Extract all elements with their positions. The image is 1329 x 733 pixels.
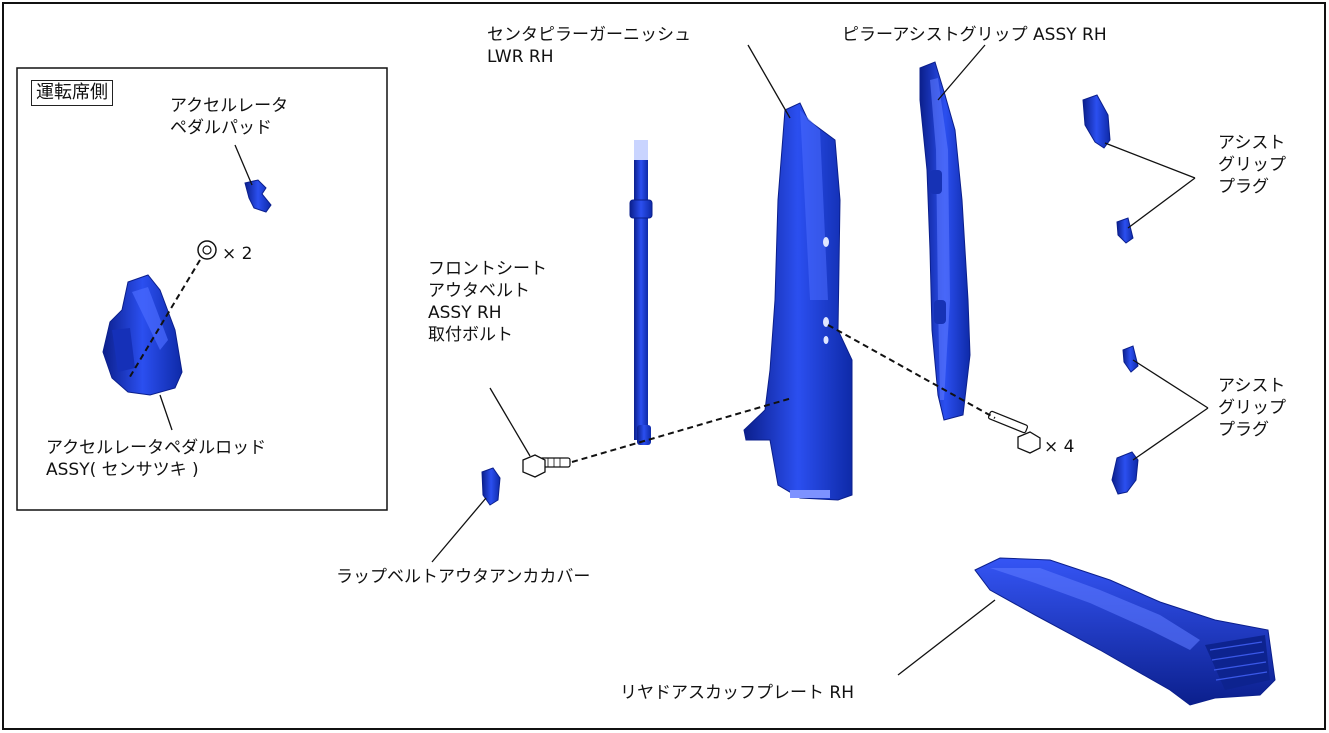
inset-box: [16, 67, 388, 511]
plug-lower-label: アシスト グリップ プラグ: [1218, 376, 1286, 440]
pad-leader: [234, 144, 253, 186]
seat-belt-bolt: [522, 454, 571, 478]
rod-nut-guide-line: [127, 259, 201, 381]
assist-grip-plug-cap-upper: [1082, 94, 1111, 149]
scuff-plate-leader: [897, 599, 996, 676]
lap-belt-anchor-cover: [481, 467, 501, 506]
assist-grip-plug-clip-upper: [1116, 217, 1134, 244]
plug-upper-label: アシスト グリップ プラグ: [1218, 133, 1286, 197]
garnish-label: センタピラーガーニッシュ LWR RH: [487, 25, 691, 67]
bolt-label: フロントシート アウタベルト ASSY RH 取付ボルト: [428, 259, 547, 345]
pillar-assist-grip: [919, 61, 971, 421]
plug-lower-leader-a: [1132, 359, 1209, 409]
assist-grip-plug-clip-lower: [1122, 345, 1139, 373]
accelerator-pedal-rod: [102, 274, 183, 396]
screw-qty-label: × 4: [1044, 437, 1075, 457]
inset-title: 運転席側: [31, 80, 113, 106]
plug-lower-leader-b: [1132, 407, 1209, 461]
assist-grip-plug-cap-lower: [1111, 451, 1139, 495]
pad-label: アクセルレータ ペダルパッド: [170, 96, 289, 138]
bolt-guide-line: [571, 397, 793, 463]
pillar-grip-leader: [937, 44, 986, 101]
garnish-leader: [747, 44, 791, 119]
screw-guide-line: [827, 324, 996, 419]
nut-qty-label: × 2: [222, 244, 253, 264]
scuff-plate-label: リヤドアスカッフプレート RH: [620, 683, 854, 703]
plug-upper-leader-a: [1104, 142, 1196, 179]
rear-door-scuff-plate: [974, 557, 1276, 706]
pillar-grip-label: ピラーアシストグリップ ASSY RH: [842, 25, 1107, 45]
rod-leader: [159, 394, 173, 431]
rod-label: アクセルレータペダルロッド ASSY( センサツキ ): [46, 438, 267, 480]
grip-screw: [987, 410, 1041, 454]
anchor-cover-label: ラップベルトアウタアンカカバー: [336, 567, 591, 587]
plug-upper-leader-b: [1127, 177, 1196, 229]
accelerator-pedal-pad: [244, 179, 272, 213]
anchor-cover-leader: [431, 497, 487, 563]
center-pillar-garnish: [743, 102, 853, 501]
nut-icon: [197, 240, 217, 260]
seat-belt-strap: [629, 140, 653, 445]
bolt-leader: [489, 387, 531, 457]
